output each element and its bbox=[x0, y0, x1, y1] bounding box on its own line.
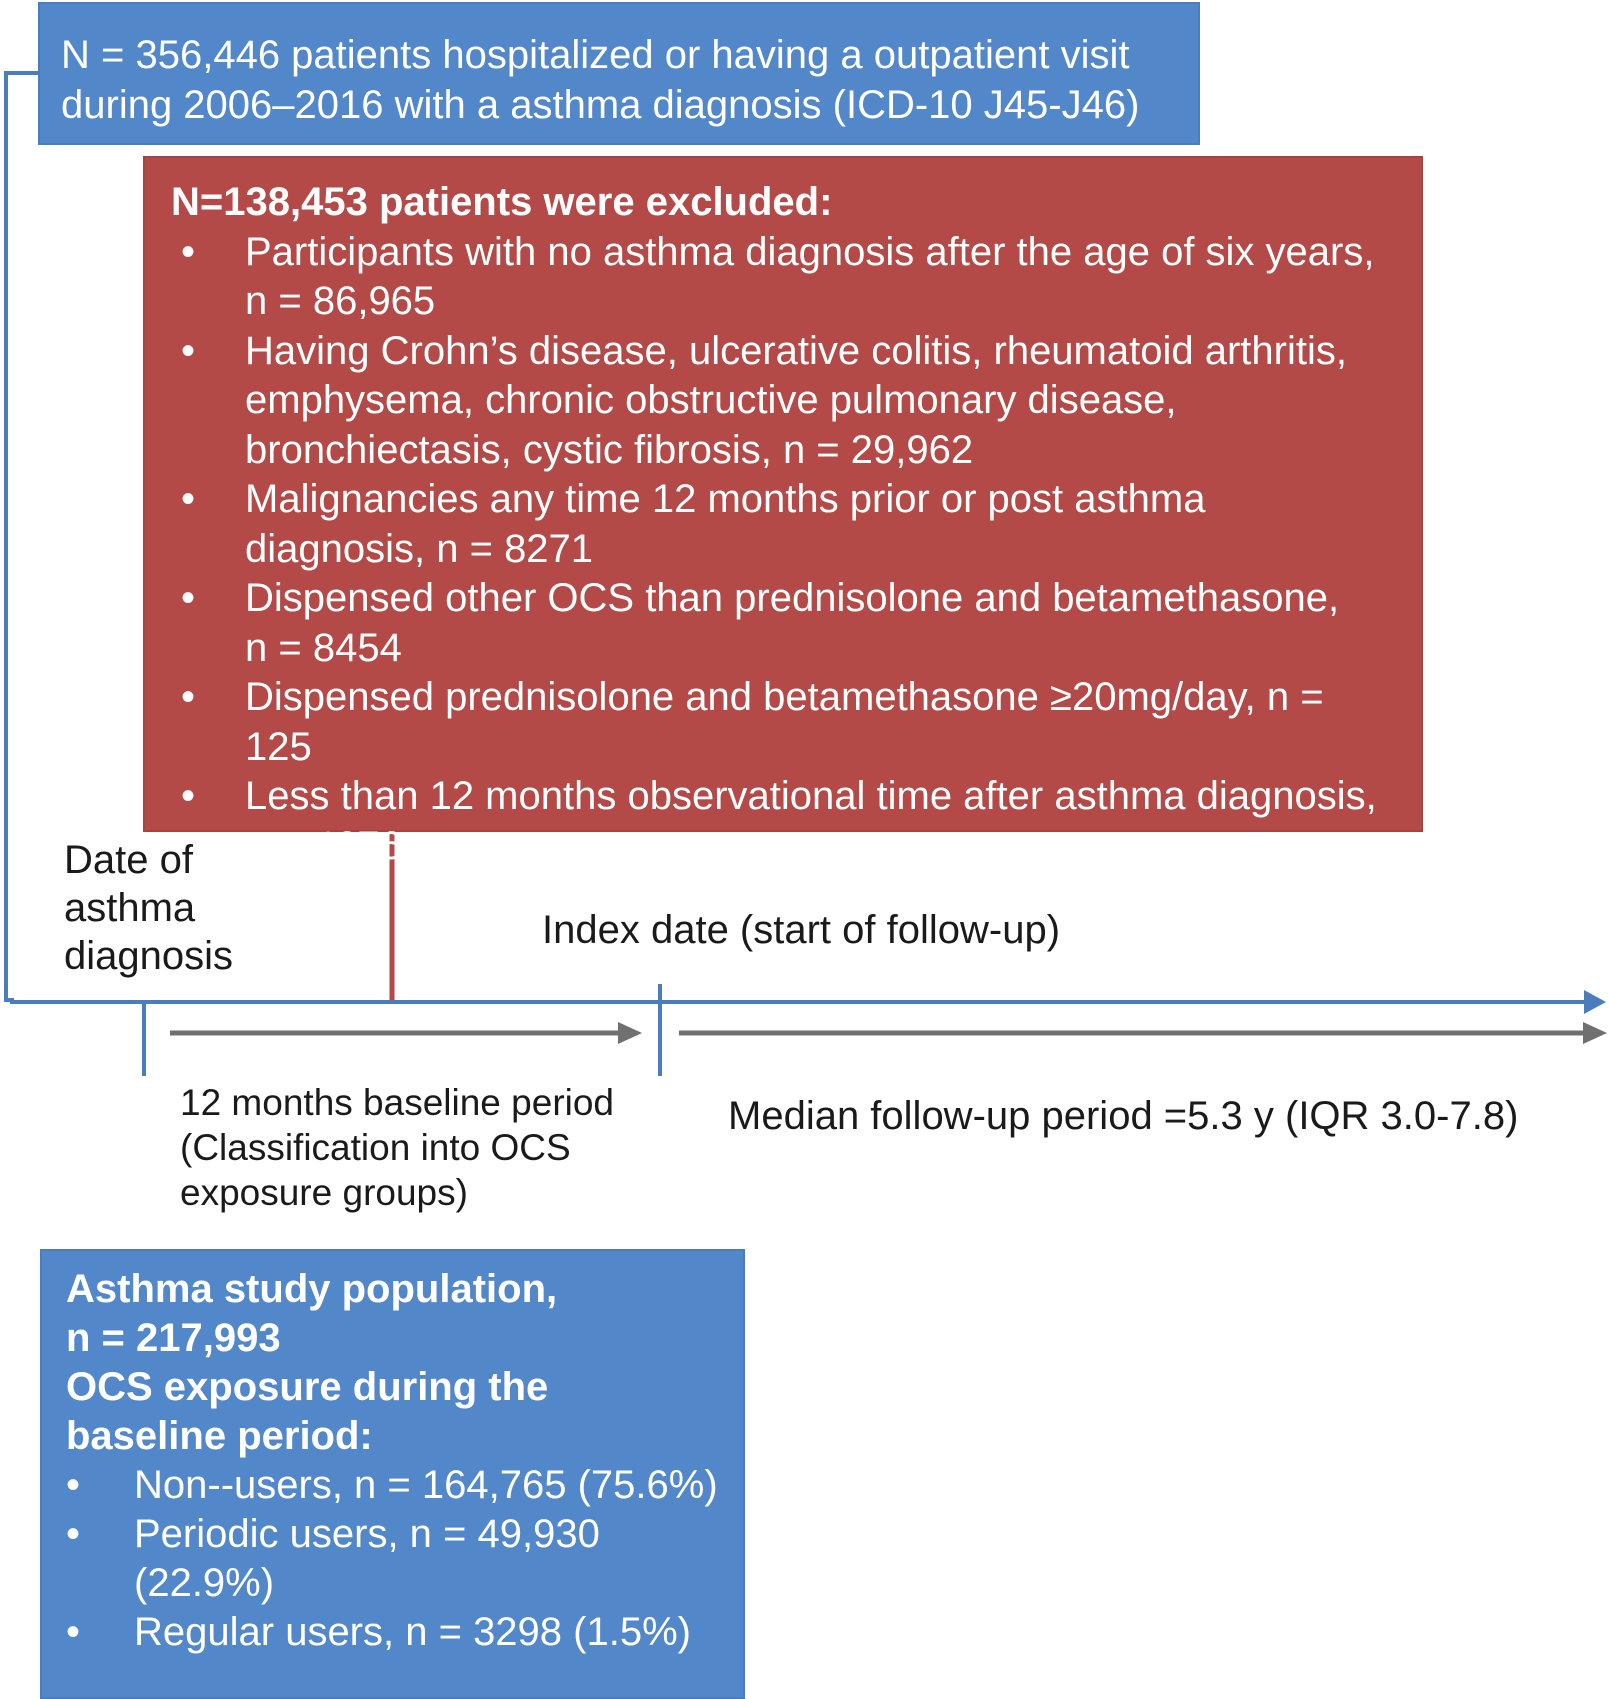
exposure-group-text: Periodic users, n = 49,930 bbox=[134, 1512, 600, 1556]
followup-period-label: Median follow-up period =5.3 y (IQR 3.0-… bbox=[728, 1094, 1519, 1138]
exclusion-item-text: bronchiectasis, cystic fibrosis, n = 29,… bbox=[245, 427, 974, 472]
diagnosis-date-label-line: diagnosis bbox=[64, 934, 234, 978]
diagnosis-date-label-line: asthma bbox=[64, 886, 196, 930]
exclusion-item-text: Malignancies any time 12 months prior or… bbox=[245, 477, 1206, 521]
study-population-box: Asthma study population, n = 217,993 OCS… bbox=[40, 1249, 745, 1699]
exclusion-item: Malignancies any time 12 months prior or… bbox=[171, 475, 1401, 574]
source-population-box: N = 356,446 patients hospitalized or hav… bbox=[38, 2, 1200, 145]
baseline-period-label-line: 12 months baseline period bbox=[180, 1082, 615, 1123]
study-population-title: Asthma study population, bbox=[66, 1267, 558, 1311]
diagnosis-date-label-line: Date of bbox=[64, 838, 193, 882]
exclusion-list: Participants with no asthma diagnosis af… bbox=[171, 228, 1401, 872]
exclusion-item-text: n = 4676 bbox=[245, 823, 402, 868]
exclusion-item-text: Having Crohn’s disease, ulcerative colit… bbox=[245, 328, 1347, 373]
baseline-period-label-line: exposure groups) bbox=[180, 1172, 468, 1213]
exclusion-item-text: n = 86,965 bbox=[245, 279, 436, 323]
exposure-group-item: Regular users, n = 3298 (1.5%) bbox=[66, 1608, 723, 1657]
exposure-group-item: Periodic users, n = 49,930 (22.9%) bbox=[66, 1510, 723, 1608]
exposure-group-text: Regular users, n = 3298 (1.5%) bbox=[134, 1610, 691, 1654]
exclusion-item: Participants with no asthma diagnosis af… bbox=[171, 228, 1401, 327]
exclusion-item-text: emphysema, chronic obstructive pulmonary… bbox=[245, 378, 1177, 422]
exclusion-item: Dispensed prednisolone and betamethasone… bbox=[171, 673, 1401, 772]
followup-period-arrowhead bbox=[1583, 1022, 1607, 1044]
exposure-group-list: Non--users, n = 164,765 (75.6%) Periodic… bbox=[66, 1461, 723, 1657]
ocs-exposure-heading: baseline period: bbox=[66, 1414, 373, 1458]
exclusion-title: N=138,453 patients were excluded: bbox=[171, 180, 833, 224]
exposure-group-item: Non--users, n = 164,765 (75.6%) bbox=[66, 1461, 723, 1510]
exclusion-item-text: Dispensed prednisolone and betamethasone… bbox=[245, 675, 1324, 769]
exclusion-item: Less than 12 months observational time a… bbox=[171, 772, 1401, 871]
exclusion-item-text: diagnosis, n = 8271 bbox=[245, 526, 594, 571]
exclusion-item-text: Dispensed other OCS than prednisolone an… bbox=[245, 576, 1340, 620]
exclusion-item-text: Less than 12 months observational time a… bbox=[245, 774, 1377, 818]
exposure-group-text: Non--users, n = 164,765 (75.6%) bbox=[134, 1463, 718, 1507]
study-population-count: n = 217,993 bbox=[66, 1316, 281, 1360]
exclusion-box: N=138,453 patients were excluded: Partic… bbox=[143, 156, 1423, 868]
exclusion-item: Dispensed other OCS than prednisolone an… bbox=[171, 574, 1401, 673]
source-population-line-2: during 2006–2016 with a asthma diagnosis… bbox=[61, 83, 1140, 127]
main-timeline-arrowhead bbox=[1584, 990, 1606, 1014]
left-connector-line bbox=[4, 71, 38, 1002]
index-date-label: Index date (start of follow-up) bbox=[542, 908, 1061, 952]
ocs-exposure-heading: OCS exposure during the bbox=[66, 1365, 549, 1409]
diagnosis-date-label: Date of asthma diagnosis bbox=[64, 836, 233, 980]
baseline-period-label: 12 months baseline period (Classificatio… bbox=[180, 1080, 614, 1215]
baseline-period-label-line: (Classification into OCS bbox=[180, 1127, 571, 1168]
exclusion-item: Having Crohn’s disease, ulcerative colit… bbox=[171, 327, 1401, 476]
exposure-group-text: (22.9%) bbox=[134, 1561, 275, 1605]
baseline-period-arrowhead bbox=[618, 1022, 642, 1044]
exclusion-item-text: n = 8454 bbox=[245, 625, 402, 670]
exclusion-item-text: Participants with no asthma diagnosis af… bbox=[245, 229, 1375, 274]
source-population-line-1: N = 356,446 patients hospitalized or hav… bbox=[61, 33, 1130, 77]
